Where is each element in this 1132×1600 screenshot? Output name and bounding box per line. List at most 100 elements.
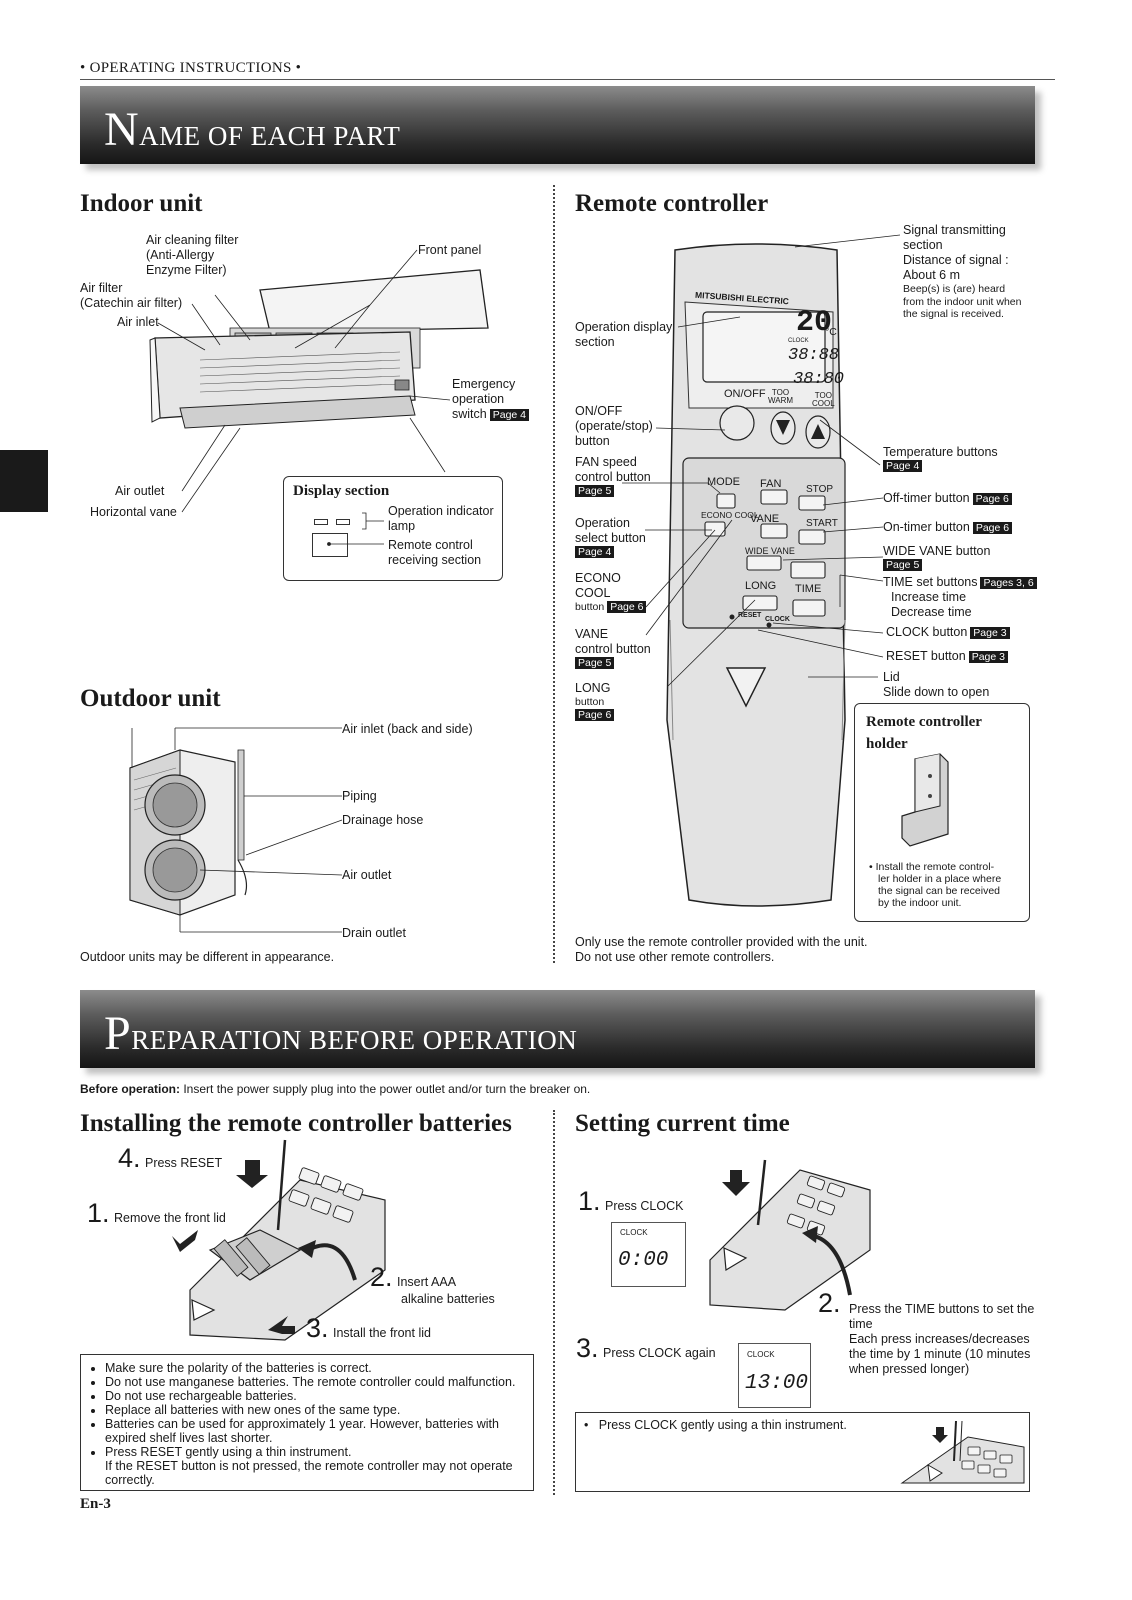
air-outlet-label: Air outlet — [115, 484, 165, 498]
display-section-box: Display section Operation indicator lamp… — [283, 476, 503, 581]
section-banner-preparation: PREPARATION BEFORE OPERATION — [80, 990, 1035, 1068]
receiving-window — [312, 533, 348, 557]
page-badge: Page 5 — [883, 559, 923, 571]
lcd-clock-label: CLOCK — [788, 338, 809, 344]
mode-key-label: MODE — [707, 476, 740, 488]
time-step-3: 3. Press CLOCK again — [576, 1333, 716, 1363]
vane-control-label: VANE control button Page 5 — [575, 627, 651, 669]
page-badge: Page 4 — [489, 409, 530, 421]
note-extra: If the RESET button is not pressed, the … — [105, 1459, 513, 1487]
note-item: Press RESET gently using a thin instrume… — [105, 1445, 527, 1459]
header-rule — [80, 79, 1055, 80]
receiving-section-label: Remote control receiving section — [388, 538, 482, 567]
holder-illustration — [901, 753, 949, 847]
column-divider — [553, 1110, 555, 1495]
operation-indicator-label: Operation indicator lamp — [388, 504, 494, 533]
time-step-2-text: Press the TIME buttons to set the time E… — [849, 1302, 1035, 1376]
lcd-time-2: 38:80 — [793, 370, 845, 389]
clock-note: • Press CLOCK gently using a thin instru… — [584, 1418, 847, 1432]
batteries-heading: Installing the remote controller batteri… — [80, 1110, 512, 1137]
lid-label: Lid Slide down to open — [883, 670, 990, 699]
indoor-unit-illustration — [149, 249, 489, 513]
clock-key-label: CLOCK — [765, 616, 790, 623]
air-filter-label: Air filter (Catechin air filter) — [80, 281, 183, 310]
page-badge: Page 6 — [972, 493, 1012, 505]
operation-display-label: Operation display section — [575, 320, 673, 349]
battery-notes-list: Make sure the polarity of the batteries … — [81, 1355, 533, 1459]
note-item: Make sure the polarity of the batteries … — [105, 1361, 527, 1375]
note-item: Do not use manganese batteries. The remo… — [105, 1375, 527, 1389]
lcd-clock-set: CLOCK 13:00 — [738, 1343, 811, 1408]
front-panel-label: Front panel — [418, 243, 482, 257]
start-key-label: START — [806, 518, 838, 529]
column-divider — [553, 185, 555, 963]
section-title: NAME OF EACH PART — [104, 103, 401, 156]
drainage-hose-label: Drainage hose — [342, 813, 424, 827]
display-section-title: Display section — [293, 483, 390, 499]
onoff-key-label: ON/OFF — [724, 388, 766, 400]
page-badge: Page 5 — [575, 485, 615, 497]
section-title: PREPARATION BEFORE OPERATION — [104, 1007, 578, 1060]
piping-label: Piping — [342, 789, 377, 803]
drain-outlet-label: Drain outlet — [342, 926, 406, 940]
air-cleaning-filter-label: Air cleaning filter (Anti-Allergy Enzyme… — [146, 233, 239, 277]
indicator-lamp — [314, 519, 328, 525]
lcd-unit: °C — [825, 326, 837, 338]
reset-key-label: RESET — [738, 612, 762, 619]
page-badge: Page 6 — [972, 522, 1013, 534]
page-badge: Page 5 — [575, 657, 615, 669]
lcd-temperature: 20 — [796, 306, 833, 340]
remote-holder-box: Remote controller holder • Install the r… — [854, 703, 1030, 922]
outdoor-note: Outdoor units may be different in appear… — [80, 950, 335, 964]
remote-note: Only use the remote controller provided … — [575, 935, 868, 964]
lcd-clock-flashing: CLOCK 0:00 — [611, 1222, 686, 1287]
clock-note-box: • Press CLOCK gently using a thin instru… — [575, 1412, 1030, 1492]
horizontal-vane-label: Horizontal vane — [90, 505, 177, 519]
battery-install-illustration — [172, 1139, 386, 1341]
battery-step-3: 3. Install the front lid — [306, 1313, 431, 1343]
side-tab — [0, 450, 48, 512]
vane-key-label: VANE — [750, 513, 780, 525]
setting-time-heading: Setting current time — [575, 1110, 790, 1137]
before-operation-text: Before operation: Insert the power suppl… — [80, 1082, 591, 1096]
indoor-unit-heading: Indoor unit — [80, 190, 203, 217]
page-badge: Pages 3, 6 — [980, 577, 1037, 589]
remote-controller-illustration — [666, 243, 846, 907]
battery-step-4: 4. Press RESET — [118, 1143, 223, 1173]
page-number: En-3 — [80, 1496, 111, 1512]
econo-key-label: ECONO COOL — [701, 510, 759, 520]
signal-transmitting-label: Signal transmitting section Distance of … — [903, 223, 1022, 320]
wide-vane-label: WIDE VANE button Page 5 — [883, 544, 991, 571]
long-button-label: LONG button Page 6 — [575, 681, 615, 721]
page-badge: Page 4 — [575, 546, 615, 558]
page-badge: Page 3 — [970, 627, 1010, 639]
fan-button-label: FAN speed control button Page 5 — [575, 455, 651, 497]
page-badge: Page 6 — [607, 601, 647, 613]
section-banner-name-of-each-part: NAME OF EACH PART — [80, 86, 1035, 164]
air-inlet-label: Air inlet — [117, 315, 159, 329]
battery-notes-box: Make sure the polarity of the batteries … — [80, 1354, 534, 1491]
remote-leader-lines — [622, 234, 901, 687]
battery-step-2: 2. Insert AAA alkaline batteries — [370, 1262, 495, 1306]
stop-key-label: STOP — [806, 484, 834, 495]
clock-set-illustration — [709, 1159, 871, 1311]
remote-controller-heading: Remote controller — [575, 190, 769, 217]
time-step-2: 2. — [818, 1288, 841, 1318]
holder-title: Remote controller holder — [866, 714, 982, 752]
indicator-lamp — [336, 519, 350, 525]
operation-select-label: Operation select button Page 4 — [575, 516, 646, 558]
note-item: Replace all batteries with new ones of t… — [105, 1403, 527, 1417]
page-badge: Page 3 — [968, 651, 1008, 663]
fan-key-label: FAN — [760, 478, 782, 490]
time-key-label: TIME — [795, 583, 822, 595]
outdoor-unit-illustration — [129, 727, 343, 933]
note-item: Batteries can be used for approximately … — [105, 1417, 527, 1445]
holder-note: • Install the remote control- ler holder… — [869, 861, 1002, 909]
clock-note-illustration — [900, 1420, 1025, 1484]
